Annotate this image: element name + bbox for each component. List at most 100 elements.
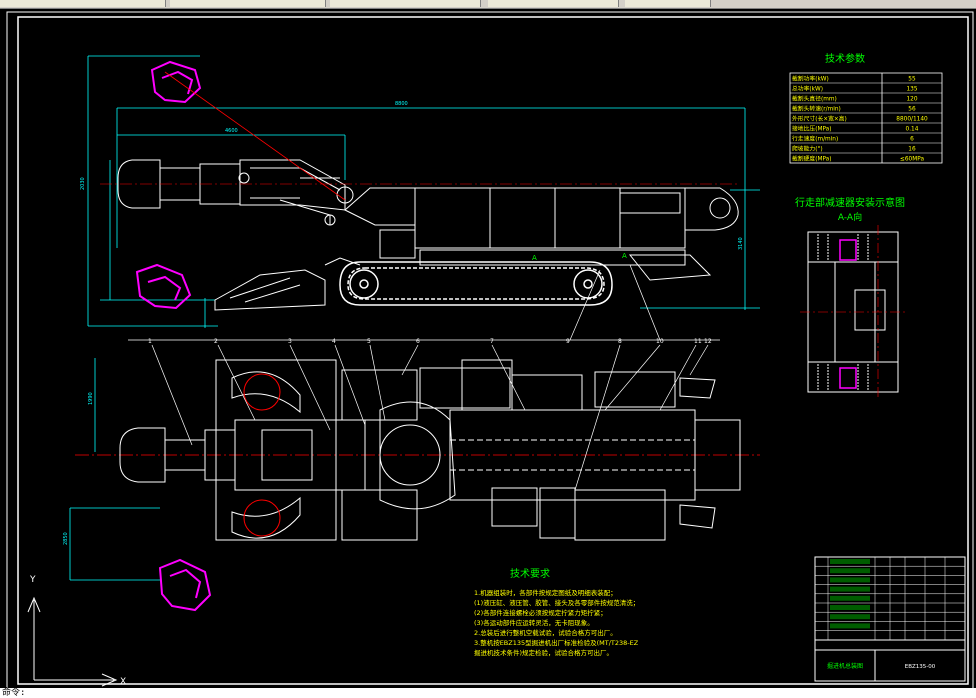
plan-cutting-head — [119, 427, 166, 483]
callout-2: 2 — [214, 338, 218, 345]
plan-leaders — [128, 339, 720, 491]
rear-stabilizer — [628, 254, 712, 281]
tech-param-value: 8800/1140 — [896, 117, 928, 123]
tech-params-table: 截割功率(kW)55总功率(kW)135截割头直径(mm)120截割头转速(r/… — [789, 72, 943, 164]
callout-11: 11 — [694, 338, 702, 345]
callout-7: 7 — [490, 338, 494, 345]
tech-param-value: 0.14 — [906, 127, 919, 133]
callout-4: 4 — [332, 338, 336, 345]
lift-cylinder — [279, 199, 331, 225]
toolbar-segment[interactable] — [488, 0, 619, 7]
callout-12: 12 — [704, 338, 712, 345]
cutter-head-top-inner — [161, 70, 194, 95]
tech-req-line: 1.机器组装时，各部件按规定图纸及明细表装配； — [474, 588, 617, 597]
tech-param-value: 6 — [910, 137, 914, 143]
bom-row-fill — [830, 605, 870, 610]
side-dimension-texts: 8800 4600 2030 3140 — [80, 101, 744, 250]
plan-cutter-outline — [158, 558, 212, 612]
title-block: 掘进机总装图 EBZ135-00 — [814, 556, 966, 682]
plan-view: 1990 2850 — [63, 338, 760, 612]
rear-conveyor — [694, 419, 741, 491]
boom-centerline — [164, 71, 346, 201]
cutter-head-top — [150, 60, 202, 104]
main-frame — [414, 187, 686, 249]
dim-width: 3140 — [738, 237, 744, 250]
tech-req-lines: 1.机器组装时，各部件按规定图纸及明细表装配；(1)液压缸、液压管、胶管、接头及… — [474, 588, 639, 657]
tech-req-line: 掘进机技术条件)规定检验，试验合格方可出厂。 — [474, 648, 613, 657]
dim-overall-length: 8800 — [395, 101, 408, 107]
tech-req-line: (3)各运动部件应运转灵活，无卡阻现象。 — [474, 618, 594, 627]
tech-req-line: (1)液压缸、液压管、胶管、接头及各零部件按规范清洗； — [474, 598, 639, 607]
machine-body — [214, 187, 739, 311]
electrical-box-top — [594, 371, 676, 408]
bom-row-fill — [830, 595, 870, 601]
turntable-plan — [379, 401, 456, 510]
tech-param-label: 接地比压(MPa) — [792, 125, 832, 133]
bom-rows — [815, 557, 965, 640]
callout-5: 5 — [367, 338, 371, 345]
tech-requirements: 技术要求 1.机器组装时，各部件按规定图纸及明细表装配；(1)液压缸、液压管、胶… — [474, 567, 639, 657]
tech-param-label: 外形尺寸(长×宽×高) — [792, 115, 847, 123]
tech-req-line: 2.总装后进行整机空载试验，试验合格方可出厂。 — [474, 628, 617, 637]
toolbar-segment[interactable] — [170, 0, 326, 7]
top-cover — [419, 367, 511, 409]
turntable — [344, 187, 416, 226]
plan-dimensions — [69, 358, 160, 581]
side-view: 8800 4600 2030 3140 — [80, 55, 760, 341]
tech-param-value: 55 — [908, 77, 916, 83]
tech-req-line: 3.整机按EBZ135型掘进机出厂标准检验及(MT/T238-EZ — [474, 638, 639, 647]
tech-param-label: 总功率(kW) — [792, 85, 823, 93]
svg-text:X: X — [120, 677, 126, 687]
plan-dimension-texts: 1990 2850 — [63, 392, 94, 545]
tech-param-label: 截割硬度(MPa) — [792, 155, 832, 163]
cutter-head-bottom — [135, 263, 192, 310]
svg-text:Y: Y — [29, 575, 36, 585]
command-line[interactable]: 命令: — [0, 688, 976, 698]
bom-row-fill — [830, 577, 870, 583]
callout-numbers: 1 2 3 4 5 6 7 8 9 10 11 12 — [148, 338, 712, 345]
body-lower — [419, 249, 686, 266]
shovel-plate — [215, 359, 337, 541]
bom-row-fill — [830, 586, 870, 592]
loading-shovel — [214, 269, 326, 311]
tech-param-label: 截割头直径(mm) — [792, 95, 837, 103]
view-markers: A A — [532, 252, 627, 262]
section-view-subtitle: A-A向 — [838, 211, 862, 223]
toolbar-segment[interactable] — [625, 0, 711, 7]
inner-frame — [17, 16, 969, 685]
bom-row-fill — [830, 614, 870, 620]
callout-10: 10 — [656, 338, 664, 345]
tech-param-value: 135 — [906, 87, 917, 93]
callout-8: 8 — [618, 338, 622, 345]
tech-param-label: 截割功率(kW) — [792, 75, 829, 83]
drawing-number: EBZ135-00 — [905, 664, 936, 670]
gathering-arm-top — [231, 371, 301, 414]
side-leaders — [569, 264, 661, 341]
bom-row-fill — [830, 623, 870, 629]
gathering-arm-bottom — [231, 496, 301, 539]
cutter-head-bottom-inner — [147, 275, 182, 301]
side-view-dimensions — [87, 55, 760, 328]
cutting-head — [117, 159, 161, 209]
cutter-head-outlines — [135, 60, 202, 310]
section-view-gears — [839, 239, 857, 389]
window-toolbar-strip — [0, 0, 976, 9]
plan-boom — [234, 419, 366, 491]
tech-param-value: 120 — [906, 97, 917, 103]
tech-param-label: 爬坡能力(°) — [792, 145, 823, 153]
tech-params: 技术参数 截割功率(kW)55总功率(kW)135截割头直径(mm)120截割头… — [789, 52, 943, 164]
tech-param-value: 16 — [908, 147, 916, 153]
section-view: 行走部减速器安装示意图 A-A向 — [795, 196, 905, 400]
crawler-track — [339, 261, 613, 306]
callout-6: 6 — [416, 338, 420, 345]
tech-param-value: 56 — [908, 107, 916, 113]
callout-1: 1 — [148, 338, 152, 345]
boom-arm-detail — [250, 167, 341, 199]
toolbar-segment[interactable] — [330, 0, 481, 7]
toolbar-segment[interactable] — [0, 0, 166, 7]
boom-pivot — [336, 186, 354, 204]
dim-height: 2030 — [80, 177, 86, 190]
section-view-title: 行走部减速器安装示意图 — [795, 196, 905, 209]
dim-left-width: 2850 — [63, 532, 69, 545]
